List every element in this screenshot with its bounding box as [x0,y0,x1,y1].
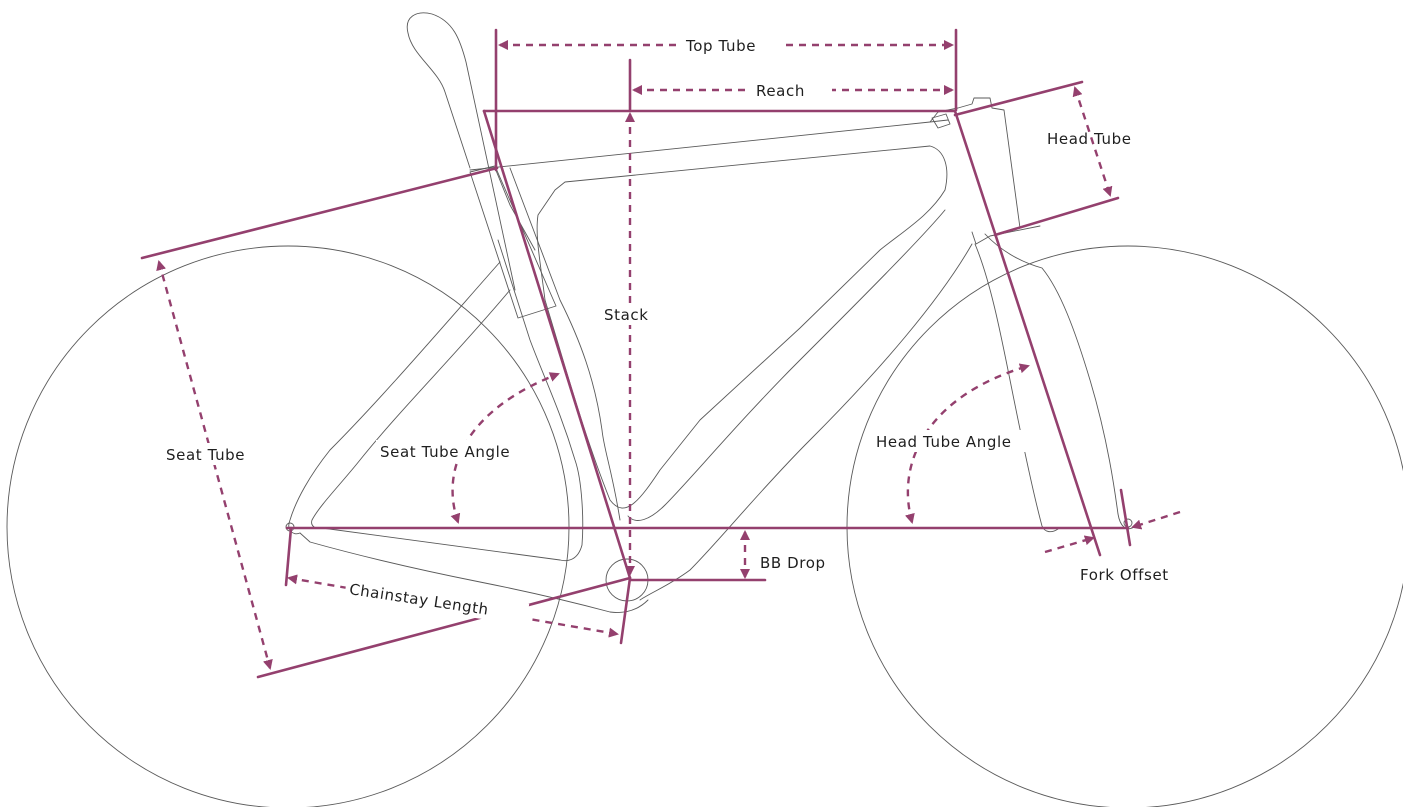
bb-marker [619,576,632,645]
chainstay-label-bg [344,576,530,626]
down-tube-outline [639,243,973,601]
seat-tube-angle-label-bg [376,440,548,462]
top-tube-label-bg [678,34,786,56]
head-tube-outline [929,97,1021,229]
head-tube-axis-line [953,109,1102,557]
front-wheel [846,245,1403,807]
seat-stay-outline [288,261,501,535]
headset-cap [931,113,951,129]
stack-label: Stack [604,306,649,324]
seat-tube-outline [509,167,621,521]
labels: Top Tube Reach Head Tube Stack Seat Tube… [162,34,1169,626]
rear-axle-marker [284,526,293,587]
fork-offset-marker [1119,488,1132,547]
seat-stay-inner [311,289,511,529]
top-tube-underside [494,167,536,251]
geometry-lines [140,28,1132,679]
fork-offset-label: Fork Offset [1080,566,1169,584]
seatpost-insert [469,165,557,319]
fork-offset-arrow-left [1044,535,1095,554]
main-triangle-window [536,145,948,509]
seat-tube-axis-line [482,109,632,580]
dimension-arrows [156,39,1181,670]
chainstay-arrow [287,574,619,638]
stack-label-bg [600,303,668,325]
fork-offset-arrow-right [1131,510,1181,530]
head-tube-label: Head Tube [1047,130,1132,148]
seat-tube-angle-label: Seat Tube Angle [380,443,510,461]
rear-wheel [6,245,570,807]
bike-frame-outline [6,12,1403,807]
chainstay-label-group: Chainstay Length [344,576,530,626]
chainstay-length-label: Chainstay Length [348,580,490,619]
head-tube-top-marker [953,80,1084,117]
reach-label-bg [748,79,832,101]
seatpost-top [406,12,516,291]
seat-tube-extension-line [140,166,499,260]
fork-outline [984,233,1135,530]
bb-drop-label: BB Drop [760,554,826,572]
seat-tube-label-bg [162,443,274,465]
top-tube-label: Top Tube [685,37,756,55]
reach-label: Reach [756,82,805,100]
seat-tube-label: Seat Tube [166,446,245,464]
head-tube-angle-label-bg [872,430,1052,452]
head-tube-angle-label: Head Tube Angle [876,433,1012,451]
head-tube-arrow [1072,86,1113,197]
chainstay-inner [321,527,561,561]
top-tube-outline [469,119,949,171]
down-tube-inner [627,209,946,521]
head-tube-lower [971,225,1041,245]
head-tube-bottom-marker [993,196,1120,237]
